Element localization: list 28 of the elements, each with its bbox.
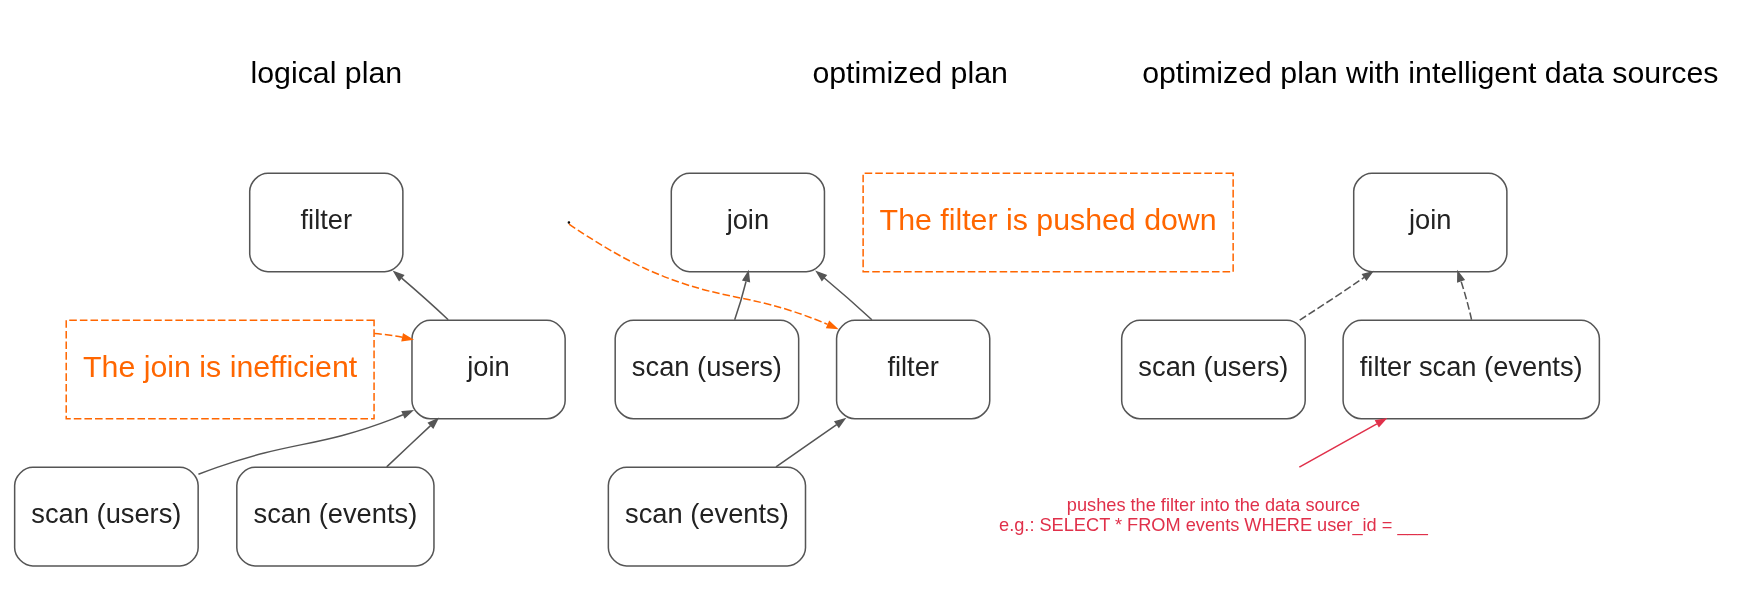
label: logical plan: [250, 55, 403, 89]
label: optimized plan with intelligent data sources: [1142, 55, 1719, 89]
node-box: filter: [835, 319, 991, 420]
node-box: filter scan (events): [1342, 319, 1601, 420]
arrow: [733, 269, 751, 321]
node-box: scan (events): [236, 466, 435, 567]
node-box: join: [670, 172, 826, 273]
node-box: The join is inefficient: [65, 319, 375, 420]
arrow: [392, 270, 449, 321]
arrow: [1298, 270, 1374, 321]
node-box: join: [411, 319, 566, 420]
node-box: join: [1352, 172, 1508, 273]
arrow: [568, 223, 839, 330]
node-box: The filter is pushed down: [862, 172, 1234, 273]
node-box: scan (users): [1120, 319, 1306, 420]
node-box: scan (users): [13, 466, 199, 567]
arrow: [775, 417, 847, 468]
arrow: [385, 417, 440, 468]
arrow: [1298, 417, 1388, 468]
node-box: scan (users): [614, 319, 800, 420]
node-text: pushes the filter into the data source e.g.: SELECT * FROM events WHERE user_id = ___: [999, 495, 1428, 536]
label: optimized plan: [812, 55, 1008, 89]
arrow: [197, 410, 415, 476]
arrow: [373, 332, 415, 342]
arrow: [1457, 269, 1473, 321]
node-box: scan (events): [607, 466, 807, 567]
node-box: filter: [248, 172, 404, 273]
arrow: [815, 270, 873, 321]
